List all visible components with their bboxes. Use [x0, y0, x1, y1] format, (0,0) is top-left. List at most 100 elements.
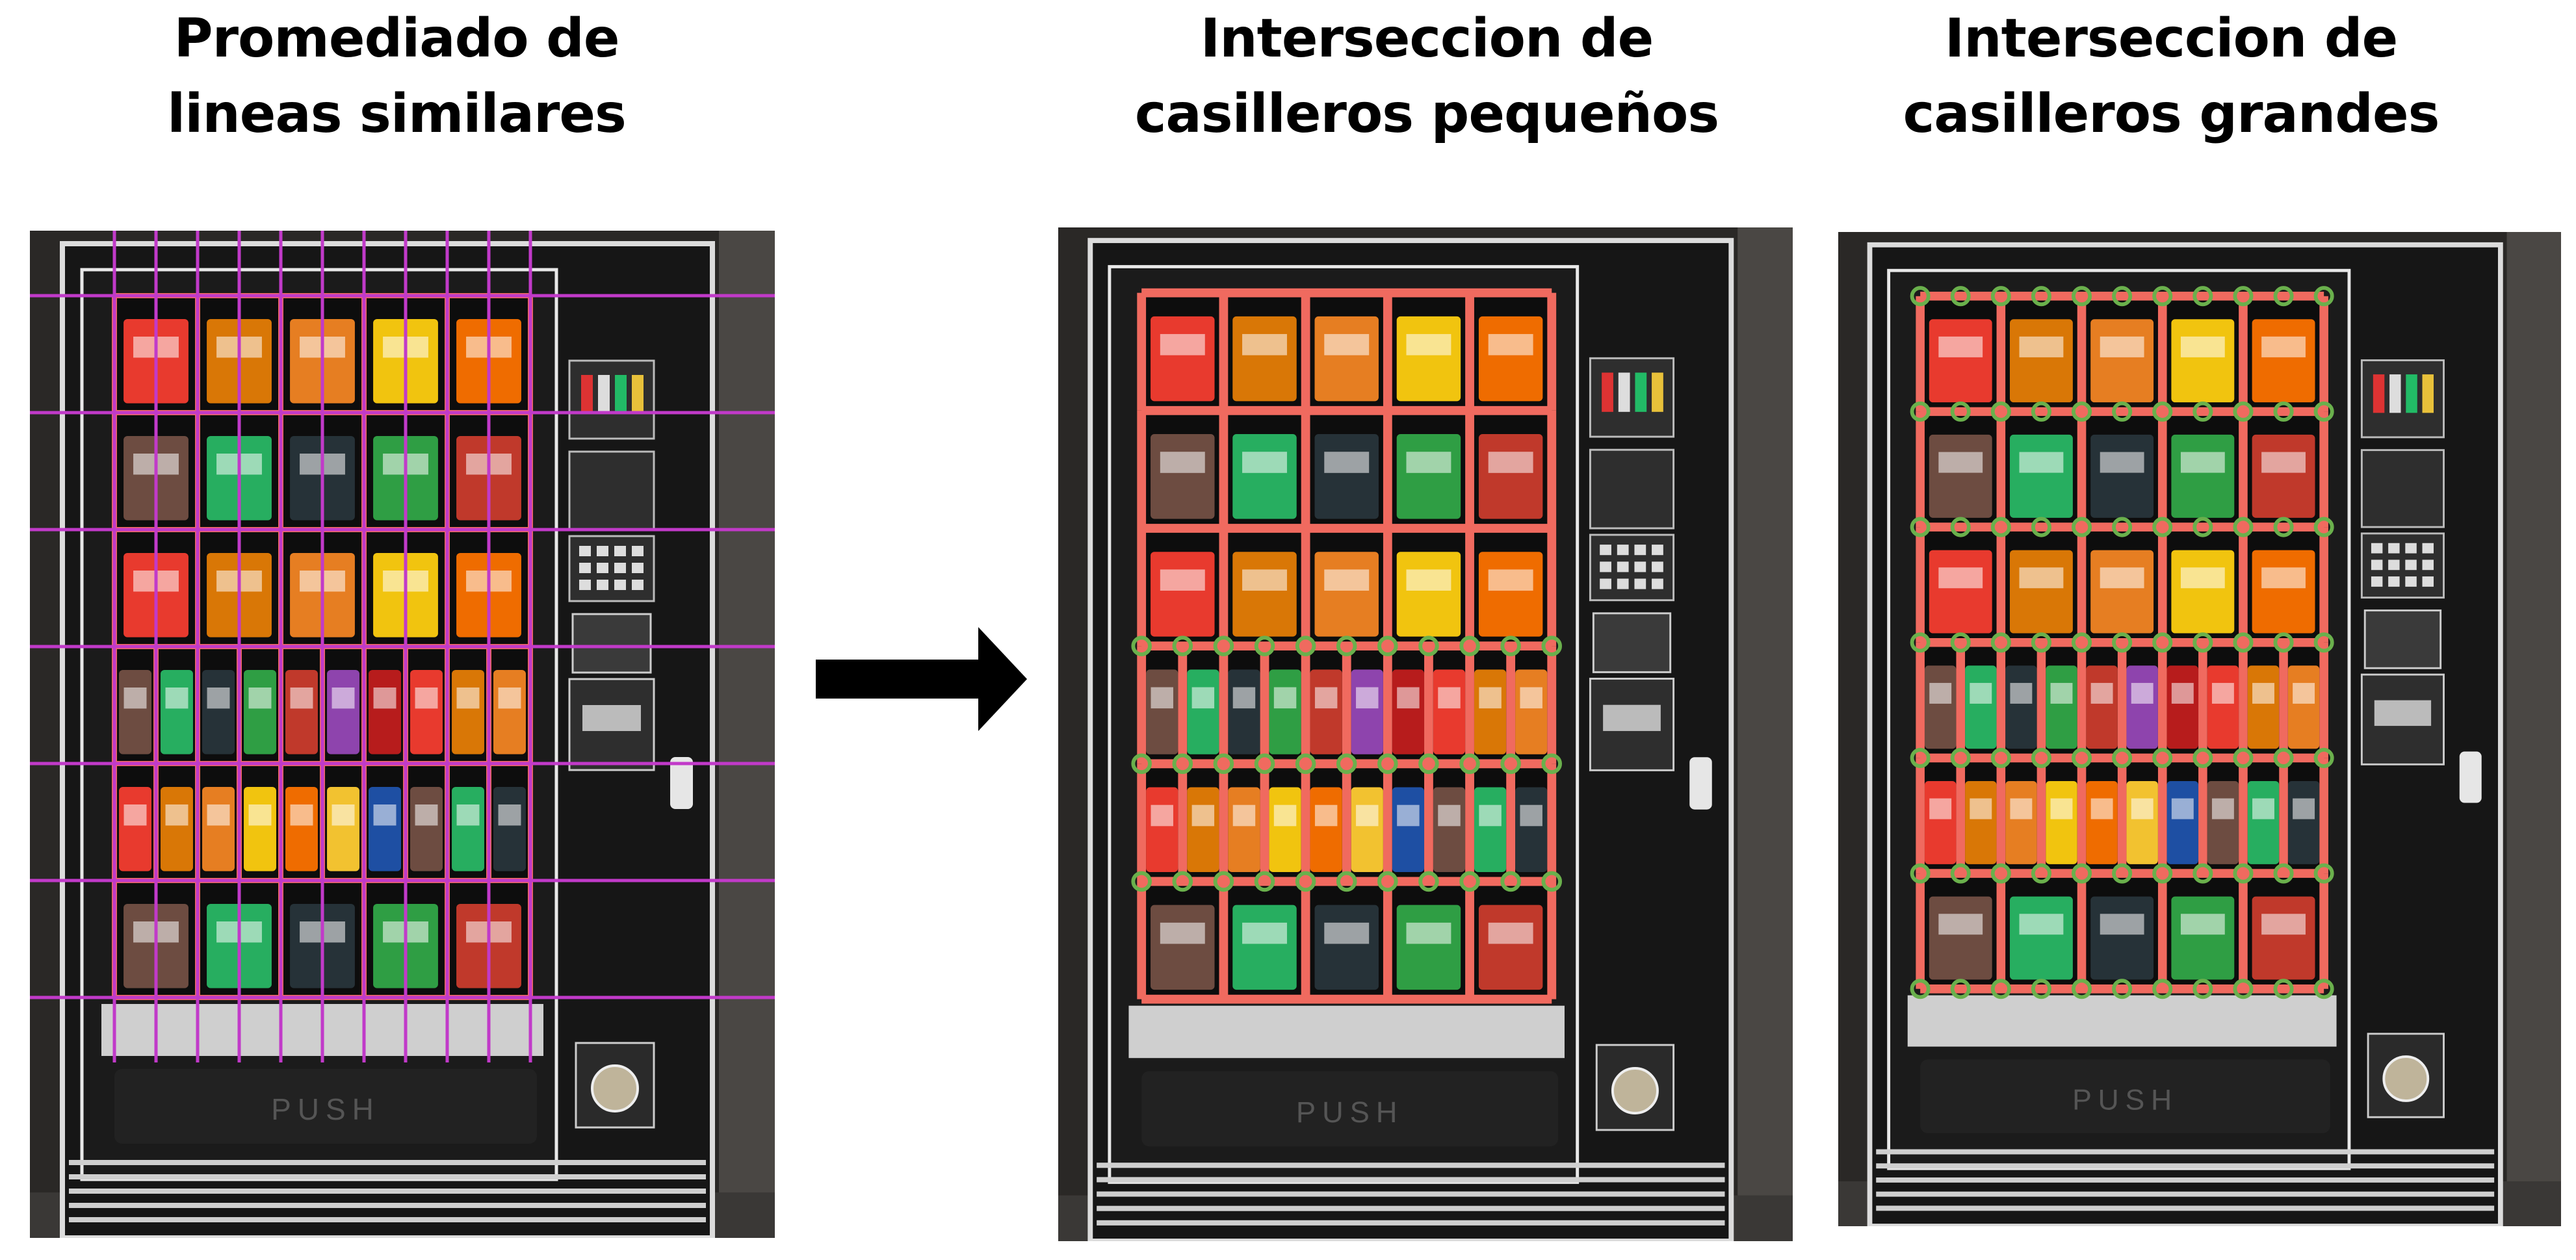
snack-label — [1242, 452, 1287, 473]
snack-package — [2207, 665, 2239, 749]
price-card — [2389, 374, 2401, 413]
base-stripe — [69, 1174, 706, 1179]
base-stripe — [69, 1203, 706, 1208]
snack-package — [1314, 552, 1379, 637]
key — [632, 563, 644, 573]
snack-label — [332, 688, 355, 709]
snack-package — [1474, 669, 1507, 754]
snack-label — [1406, 334, 1451, 355]
snack-label — [1242, 569, 1287, 591]
key — [2388, 559, 2400, 571]
intersection-point — [1541, 871, 1563, 892]
snack-package — [285, 670, 318, 754]
base-stripe — [69, 1217, 706, 1222]
snack-package — [493, 787, 526, 871]
title-right-line2: casilleros grandes — [1903, 83, 2440, 145]
snack-package — [2010, 550, 2073, 634]
snack-package — [2252, 896, 2315, 980]
snack-package — [2287, 780, 2320, 864]
snack-package — [1433, 669, 1466, 754]
wall-right — [719, 231, 775, 1238]
intersection-point — [2152, 747, 2173, 768]
snack-package — [2171, 896, 2235, 980]
base-stripe — [1876, 1191, 2495, 1197]
intersection-point — [2031, 401, 2051, 422]
snack-package — [244, 670, 276, 754]
base-stripe — [69, 1160, 706, 1165]
snack-label — [2019, 336, 2064, 357]
snack-label — [332, 804, 355, 826]
intersection-point — [2031, 979, 2051, 999]
intersection-point — [2152, 286, 2173, 307]
intersection-point — [1910, 979, 1931, 999]
intersection-point — [2031, 632, 2051, 653]
snack-label — [124, 804, 147, 826]
snack-package — [2166, 665, 2199, 749]
intersection-point — [2273, 401, 2294, 422]
snack-package — [1478, 552, 1543, 637]
snack-package — [1929, 319, 1992, 403]
key — [1617, 545, 1629, 556]
bin-panel — [1907, 995, 2337, 1047]
snack-label — [1488, 452, 1533, 473]
snack-package — [1515, 787, 1548, 872]
snack-label — [2131, 798, 2153, 819]
selection-panel — [1589, 448, 1675, 530]
intersection-point — [2273, 632, 2294, 653]
intersection-point — [2233, 979, 2254, 999]
snack-label — [1970, 682, 1992, 704]
snack-label — [2131, 682, 2153, 704]
intersection-point — [1295, 753, 1316, 775]
snack-package — [1929, 896, 1992, 980]
key — [2405, 543, 2417, 554]
intersection-point — [1950, 401, 1971, 422]
snack-package — [1965, 780, 1997, 864]
intersection-point — [2233, 517, 2254, 537]
key — [1634, 561, 1646, 572]
snack-package — [1232, 905, 1297, 990]
snack-package — [1232, 552, 1297, 637]
intersection-point — [1910, 632, 1931, 653]
snack-label — [1324, 569, 1370, 591]
snack-label — [1488, 922, 1533, 944]
intersection-point — [2273, 979, 2294, 999]
intersection-point — [2192, 863, 2213, 884]
coin-slot — [2363, 609, 2442, 669]
snack-label — [1520, 687, 1542, 709]
snack-label — [290, 804, 313, 826]
snack-label — [165, 688, 189, 709]
snack-package — [1151, 316, 1215, 402]
snack-package — [1924, 665, 1957, 749]
snack-label — [1438, 687, 1461, 709]
coin-return-cup — [1611, 1067, 1659, 1114]
intersection-point — [1377, 753, 1398, 775]
snack-label — [1438, 804, 1461, 827]
key — [1617, 561, 1629, 572]
snack-label — [1406, 452, 1451, 473]
price-card — [1618, 372, 1630, 412]
intersection-point — [2072, 286, 2092, 307]
key — [2371, 559, 2383, 571]
base-stripe — [1876, 1205, 2495, 1211]
snack-package — [119, 670, 151, 754]
title-middle: Interseccion de casilleros pequeños — [1134, 1, 1719, 152]
snack-label — [1324, 334, 1370, 355]
intersection-point — [1990, 286, 2011, 307]
intersection-point — [2072, 747, 2092, 768]
intersection-point — [2233, 863, 2254, 884]
intersection-point — [2031, 863, 2051, 884]
snack-label — [1929, 798, 1952, 819]
snack-label — [1273, 804, 1297, 827]
snack-package — [2090, 434, 2154, 518]
key — [1600, 578, 1611, 589]
key — [2422, 576, 2434, 587]
intersection-point — [1500, 636, 1521, 656]
key — [2422, 559, 2434, 571]
coin-return-cup — [2382, 1055, 2430, 1102]
snack-package — [2090, 896, 2154, 980]
snack-package — [202, 670, 235, 754]
push-door — [1141, 1071, 1559, 1147]
snack-package — [2287, 665, 2320, 749]
snack-package — [2090, 319, 2154, 403]
intersection-point — [2152, 401, 2173, 422]
